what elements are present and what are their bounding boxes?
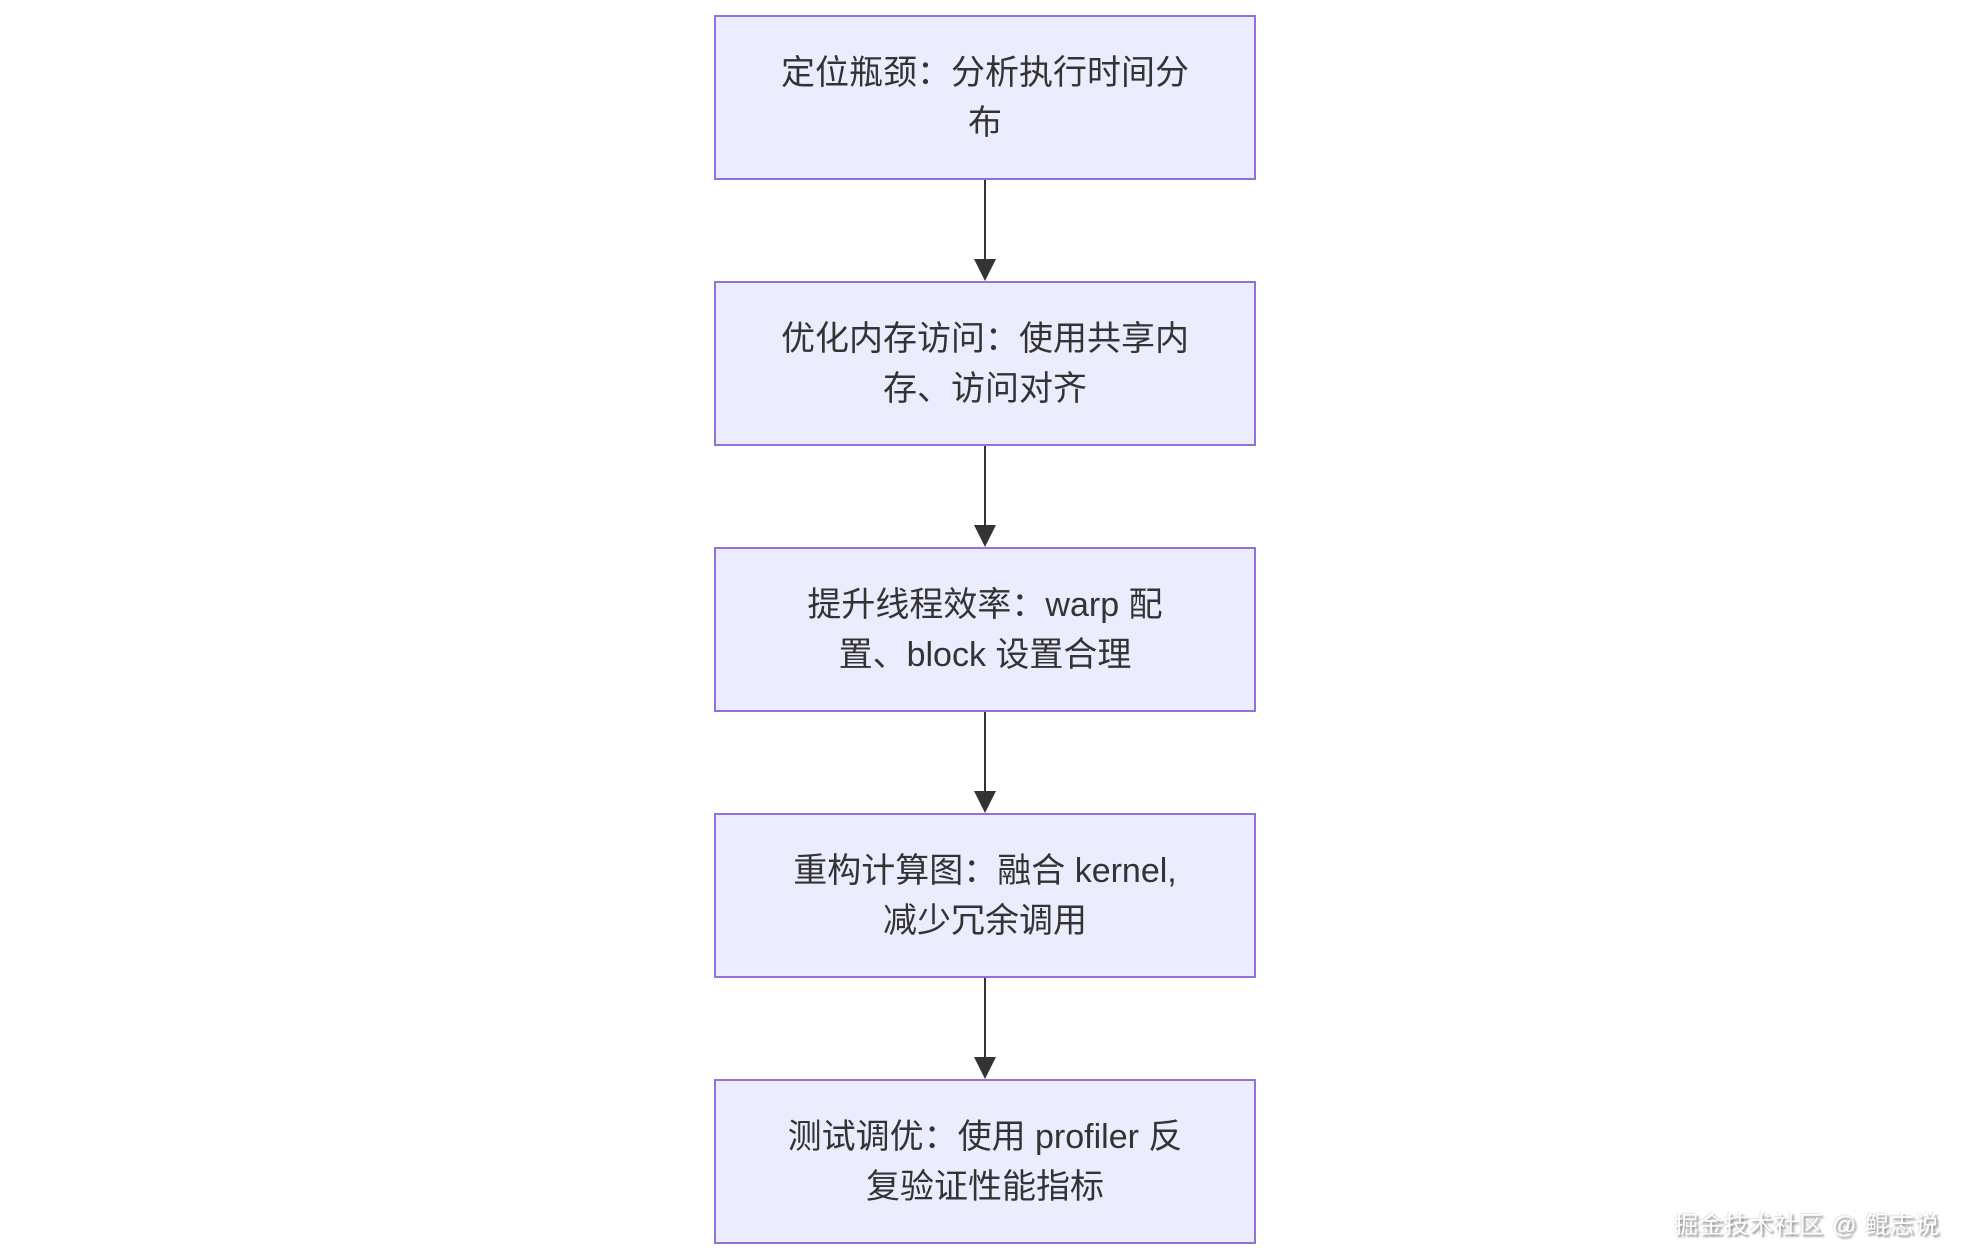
arrowhead-down-icon	[974, 525, 996, 547]
arrow-shaft	[983, 180, 987, 259]
node-text-line: 重构计算图：融合 kernel,	[793, 851, 1177, 890]
flow-node-step-4: 重构计算图：融合 kernel, 减少冗余调用	[714, 813, 1256, 978]
node-text-line: 定位瓶颈：分析执行时间分	[781, 53, 1189, 92]
node-text-line: 优化内存访问：使用共享内	[781, 319, 1189, 358]
arrow-shaft	[983, 978, 987, 1057]
arrowhead-down-icon	[974, 259, 996, 281]
arrowhead-down-icon	[974, 791, 996, 813]
flow-node-step-5: 测试调优：使用 profiler 反 复验证性能指标	[714, 1079, 1256, 1244]
arrow-shaft	[983, 446, 987, 525]
flow-node-step-2: 优化内存访问：使用共享内 存、访问对齐	[714, 281, 1256, 446]
flow-arrow	[973, 446, 997, 547]
node-text-line: 提升线程效率：warp 配	[807, 585, 1163, 624]
node-text-line: 测试调优：使用 profiler 反	[787, 1117, 1183, 1156]
flow-arrow	[973, 978, 997, 1079]
flow-node-step-1: 定位瓶颈：分析执行时间分 布	[714, 15, 1256, 180]
watermark-text: 掘金技术社区 @ 鲲志说	[1674, 1212, 1940, 1239]
node-text-line: 置、block 设置合理	[838, 635, 1132, 674]
node-text-line: 存、访问对齐	[883, 369, 1087, 408]
flow-arrow	[973, 180, 997, 281]
arrowhead-down-icon	[974, 1057, 996, 1079]
flow-node-step-3: 提升线程效率：warp 配 置、block 设置合理	[714, 547, 1256, 712]
node-text-line: 复验证性能指标	[866, 1167, 1104, 1206]
flow-arrow	[973, 712, 997, 813]
node-text-line: 减少冗余调用	[883, 901, 1087, 940]
arrow-shaft	[983, 712, 987, 791]
node-text-line: 布	[968, 103, 1002, 142]
flowchart-column: 定位瓶颈：分析执行时间分 布 优化内存访问：使用共享内 存、访问对齐 提升线程效…	[714, 15, 1256, 1244]
